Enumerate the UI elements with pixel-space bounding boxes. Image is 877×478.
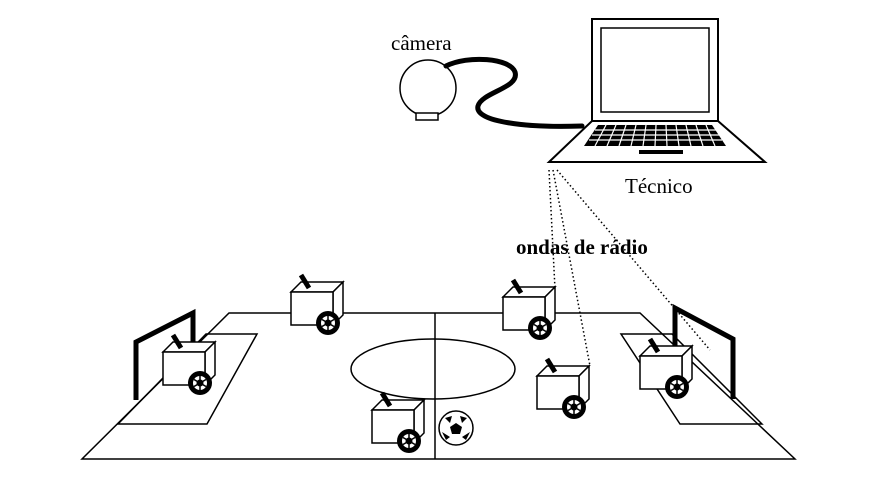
robot-icon xyxy=(537,359,589,419)
laptop-icon xyxy=(546,18,768,163)
camera-cable xyxy=(443,56,585,129)
robot-icon xyxy=(640,339,692,399)
camera-label: câmera xyxy=(391,31,452,55)
soccer-ball-icon xyxy=(438,410,474,446)
left-goal-area xyxy=(116,333,259,425)
robot-icon xyxy=(291,275,343,335)
technician-label: Técnico xyxy=(625,174,693,198)
radio-waves-label: ondas de rádio xyxy=(516,235,648,259)
robot-icon xyxy=(372,393,424,453)
camera-icon xyxy=(399,59,457,121)
robot-icon xyxy=(503,280,555,340)
center-circle xyxy=(350,338,516,400)
right-goal-area xyxy=(619,333,764,425)
right-goal-icon xyxy=(672,303,736,399)
robot-icon xyxy=(163,335,215,395)
radio-waves xyxy=(548,169,711,367)
